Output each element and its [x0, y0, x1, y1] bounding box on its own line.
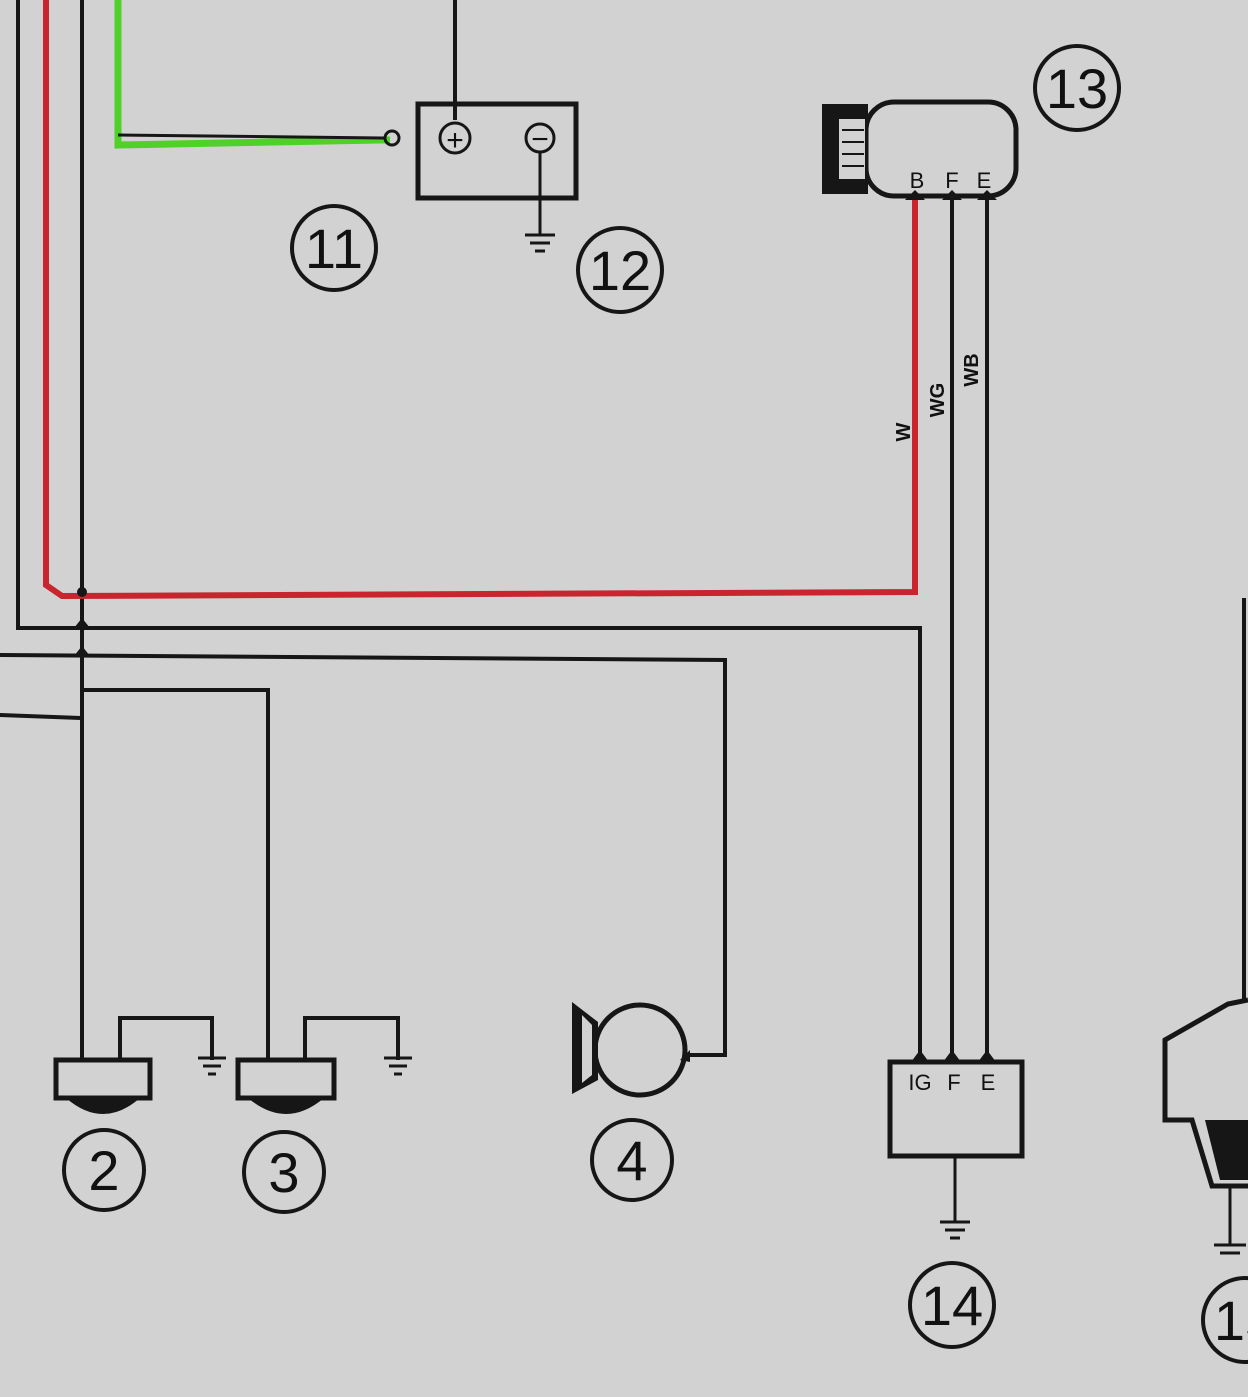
ground-icon	[198, 1056, 226, 1076]
lamp-icon	[53, 1057, 153, 1114]
wire-green-core	[117, 133, 386, 140]
regulator-pin-e: E	[981, 1070, 996, 1095]
wire-green	[114, 0, 390, 149]
wire-horn-feed	[0, 652, 728, 663]
label-circle-2: 2	[62, 1128, 146, 1212]
junction-arrow	[74, 646, 90, 656]
component-number-3: 3	[268, 1141, 299, 1204]
regulator-symbol	[887, 1050, 1025, 1240]
battery-symbol	[383, 101, 579, 235]
junction-arrow	[74, 618, 90, 628]
component-number-11: 11	[305, 217, 363, 280]
component-number-13: 13	[1046, 57, 1108, 120]
battery-positive-symbol: +	[446, 124, 464, 157]
wire-left-branch	[0, 712, 85, 721]
wire-label-w: W	[893, 422, 915, 441]
component-number-15: 15	[1214, 1289, 1248, 1352]
horn-icon	[572, 1002, 690, 1098]
alternator-pin-e: E	[977, 168, 992, 193]
wire-lamp3-ground	[303, 1016, 400, 1062]
alternator-symbol	[822, 99, 1019, 200]
lamp-icon	[235, 1057, 337, 1114]
label-circle-14: 14	[908, 1261, 996, 1349]
component-number-12: 12	[589, 239, 651, 302]
label-circle-12: 12	[576, 226, 664, 314]
wire-label-wg: WG	[927, 383, 949, 417]
regulator-pin-f: F	[947, 1070, 960, 1095]
label-circle-13: 13	[1033, 44, 1121, 132]
label-circle-11: 11	[290, 204, 378, 292]
regulator-pin-ig: IG	[908, 1070, 931, 1095]
label-circle-4: 4	[590, 1118, 674, 1202]
wire-label-wb: WB	[961, 353, 983, 386]
component-number-14: 14	[921, 1274, 983, 1337]
alternator-pin-b: B	[910, 168, 925, 193]
label-circle-3: 3	[242, 1130, 326, 1214]
component-number-2: 2	[88, 1139, 119, 1202]
wire-lamp2-ground	[118, 1016, 214, 1062]
wire-red-charge	[43, 0, 918, 600]
label-circle-15: 15	[1201, 1276, 1248, 1364]
component-number-4: 4	[616, 1129, 647, 1192]
alternator-pin-f: F	[945, 168, 958, 193]
ground-icon	[384, 1056, 412, 1076]
junction-dot	[77, 587, 87, 597]
battery-negative-symbol: −	[531, 123, 549, 156]
ground-icon	[525, 233, 555, 253]
component-15-symbol	[1162, 997, 1248, 1255]
